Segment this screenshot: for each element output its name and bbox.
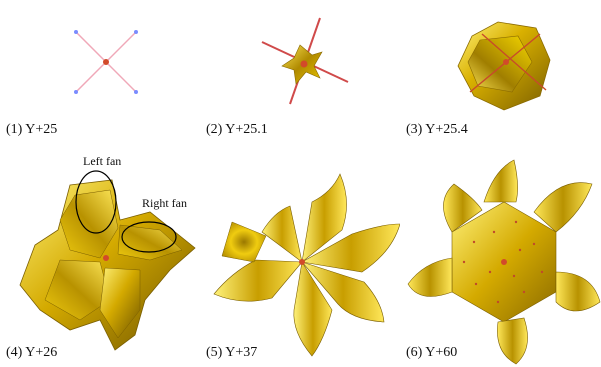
panel-3-figure <box>457 21 551 111</box>
panel-2-figure <box>261 17 349 105</box>
panel-6-figure <box>407 159 601 365</box>
panel-4-figure <box>19 170 196 351</box>
right-fan-label: Right fan <box>142 196 187 210</box>
caption-3: (3) Y+25.4 <box>406 122 468 137</box>
caption-6: (6) Y+60 <box>406 345 458 360</box>
panel-5: (5) Y+37 <box>200 150 400 367</box>
caption-1: (1) Y+25 <box>6 122 58 137</box>
right-fan-ellipse <box>121 221 177 253</box>
caption-5: (5) Y+37 <box>206 345 258 360</box>
panel-2: (2) Y+25.1 <box>200 0 400 150</box>
left-fan-label: Left fan <box>83 154 122 168</box>
panel-6: (6) Y+60 <box>400 150 601 367</box>
caption-2: (2) Y+25.1 <box>206 122 268 137</box>
panel-5-figure <box>213 173 400 357</box>
panel-1-figure <box>74 30 138 94</box>
left-fan-ellipse <box>75 170 117 234</box>
panel-4: Left fan Right fan (4) Y+26 <box>0 150 200 367</box>
panel-1: (1) Y+25 <box>0 0 200 150</box>
caption-4: (4) Y+26 <box>6 345 58 360</box>
panel-3: (3) Y+25.4 <box>400 0 601 150</box>
